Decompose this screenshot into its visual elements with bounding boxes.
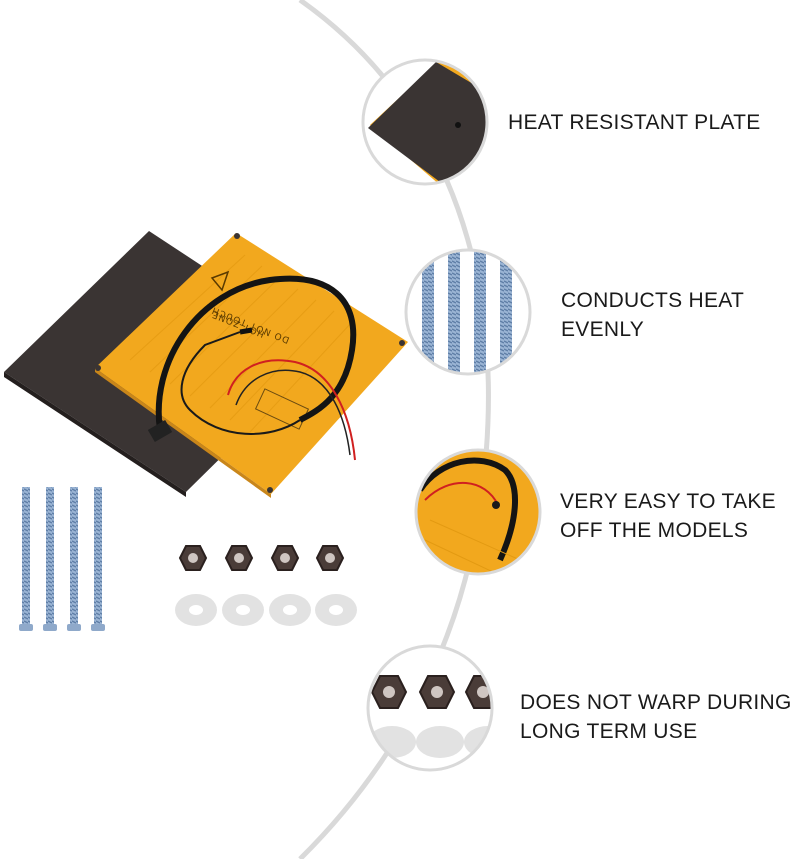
nuts-image bbox=[178, 545, 345, 571]
detail-circle-screws bbox=[404, 248, 532, 376]
feature-no-warp: DOES NOT WARP DURING LONG TERM USE bbox=[520, 691, 792, 743]
washers-image bbox=[175, 594, 357, 626]
feature-easy-remove-models: VERY EASY TO TAKE OFF THE MODELS bbox=[560, 490, 776, 542]
detail-circle-plate bbox=[361, 58, 489, 186]
screws-image bbox=[19, 487, 105, 631]
detail-circle-heatbed bbox=[414, 448, 542, 576]
feature-heat-resistant-plate: HEAT RESISTANT PLATE bbox=[508, 111, 761, 134]
detail-circle-nuts bbox=[366, 644, 494, 772]
feature-conducts-heat-evenly: CONDUCTS HEAT EVENLY bbox=[561, 289, 745, 341]
heatbed-image: HOT ZONE DO NOT TOUCH ! bbox=[95, 233, 408, 498]
